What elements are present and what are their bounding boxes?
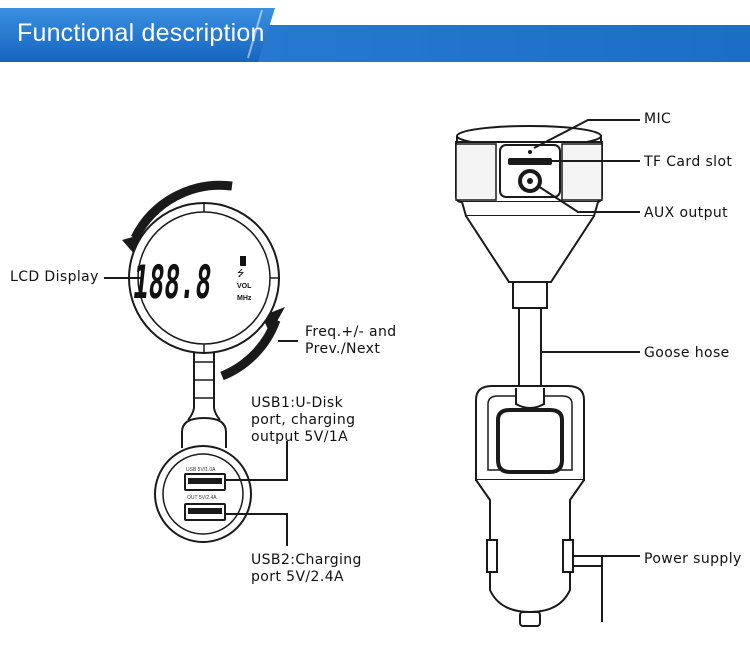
label-goose-hose: Goose hose — [644, 345, 730, 361]
leader-power-side — [573, 556, 603, 622]
lcd-battery-icon — [240, 256, 246, 266]
label-aux: AUX output — [644, 205, 729, 221]
power-tip — [519, 611, 541, 627]
label-tf-card: TF Card slot — [644, 154, 733, 170]
usb2-marking: OUT 5V/2.4A — [187, 495, 217, 501]
label-mic: MIC — [644, 111, 672, 127]
label-freq-line2: Prev./Next — [305, 341, 381, 357]
tf-slot — [508, 158, 552, 165]
side-contact-right — [562, 539, 574, 573]
usb-base-inner — [162, 453, 244, 535]
goose-hose — [518, 307, 542, 389]
label-usb1-line2: port, charging — [251, 412, 356, 428]
banner-slash — [247, 9, 263, 59]
page-title: Functional description — [17, 19, 265, 47]
label-usb1-line3: output 5V/1A — [251, 429, 349, 445]
label-usb1: USB1:U-Disk port, charging output 5V/1A — [251, 395, 355, 446]
label-usb2: USB2:Charging port 5V/2.4A — [251, 552, 362, 586]
label-usb1-line1: USB1:U-Disk — [251, 395, 344, 411]
label-lcd-display: LCD Display — [10, 269, 99, 285]
label-usb2-line2: port 5V/2.4A — [251, 569, 344, 585]
label-usb2-line1: USB2:Charging — [251, 552, 362, 568]
lcd-digits: 188.8 — [131, 255, 215, 309]
header-banner — [0, 8, 750, 62]
banner-tab — [0, 8, 275, 62]
usb1-marking: USB 5V/1.0A — [186, 467, 216, 473]
rotate-arrow-top — [130, 180, 233, 241]
leader-aux — [537, 185, 640, 213]
right-device — [455, 119, 640, 627]
side-contact-left — [486, 539, 498, 573]
lcd-vol-label: VOL — [237, 283, 252, 290]
banner-background — [0, 8, 750, 62]
leader-mic — [533, 119, 640, 149]
left-device: 188.8 ⭍ VOL MHz USB 5V/1.0A OUT 5V/2.4A — [104, 180, 298, 546]
leader-usb2 — [224, 513, 288, 546]
leader-usb1 — [224, 441, 288, 481]
label-freq-line1: Freq.+/- and — [305, 324, 397, 340]
label-freq: Freq.+/- and Prev./Next — [305, 324, 397, 358]
mic-hole — [528, 150, 532, 154]
lcd-usb-icon: ⭍ — [237, 268, 245, 278]
lcd-mhz-label: MHz — [237, 295, 252, 302]
label-power-supply: Power supply — [644, 551, 742, 567]
